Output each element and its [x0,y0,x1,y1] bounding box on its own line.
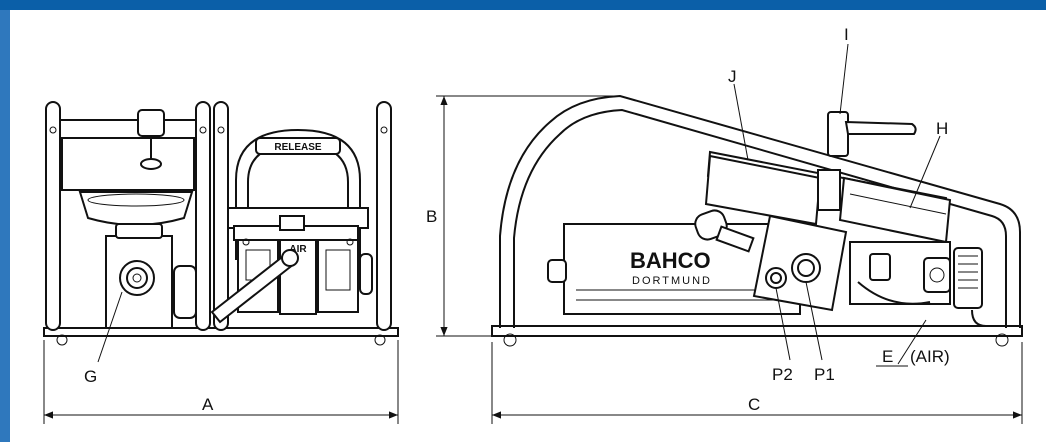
port-g [119,260,155,296]
cylinder-end-cap [547,259,567,283]
front-foot-left [56,334,68,346]
fill-cap [137,109,165,137]
air-label: AIR [289,244,307,255]
header-bar [0,0,1046,10]
callout-p1: P1 [805,281,835,384]
callout-p2: P2 [772,287,793,384]
front-post-1 [45,101,61,331]
label-h: H [936,119,948,138]
callout-g: G [84,291,123,386]
label-p1: P1 [814,365,835,384]
dimension-c: C [491,342,1023,424]
callout-h: H [909,119,948,209]
front-post-3 [213,101,229,331]
dimension-a: A [43,340,399,424]
callout-e: E (AIR) [876,319,950,367]
label-g: G [84,367,97,386]
reservoir-h [838,176,952,244]
drawing-canvas: RELEASE AIR A G [43,25,1023,424]
release-plate [255,137,341,155]
lever-i-handle [844,120,917,135]
front-foot-right [374,334,386,346]
carry-frame-inner [513,108,1007,328]
callout-j: J [728,67,749,161]
label-i: I [844,25,849,44]
label-a: A [202,395,214,414]
front-post-2 [195,101,211,331]
carry-frame-outer [499,94,1021,328]
valve-panel-right [317,239,359,313]
release-guard-outer [235,128,361,260]
label-p2: P2 [772,365,793,384]
label-j: J [728,67,737,86]
lever-stem [817,169,841,211]
side-base-plate [491,325,1023,337]
side-foot-left [503,333,517,347]
side-view: BAHCO DORTMUND [491,94,1023,347]
callout-i: I [839,25,849,115]
label-e-air: (AIR) [910,347,950,366]
label-c: C [748,395,760,414]
label-b: B [426,207,437,226]
lever-i-base [827,111,849,157]
brand-text: BAHCO [630,248,711,273]
reservoir-j [704,154,822,226]
front-post-4 [376,101,392,331]
brand-subtext: DORTMUND [632,275,712,287]
side-foot-right [995,333,1009,347]
label-e: E [882,347,893,366]
release-text: RELEASE [274,142,322,153]
technical-drawing: RELEASE AIR A G [10,10,1046,442]
air-inlet-e [923,257,951,293]
side-hose-left [173,265,197,319]
front-view: RELEASE AIR [43,101,399,346]
dimension-b: B [426,95,616,337]
reservoir-top [61,137,195,191]
side-accent-bar [0,10,10,442]
